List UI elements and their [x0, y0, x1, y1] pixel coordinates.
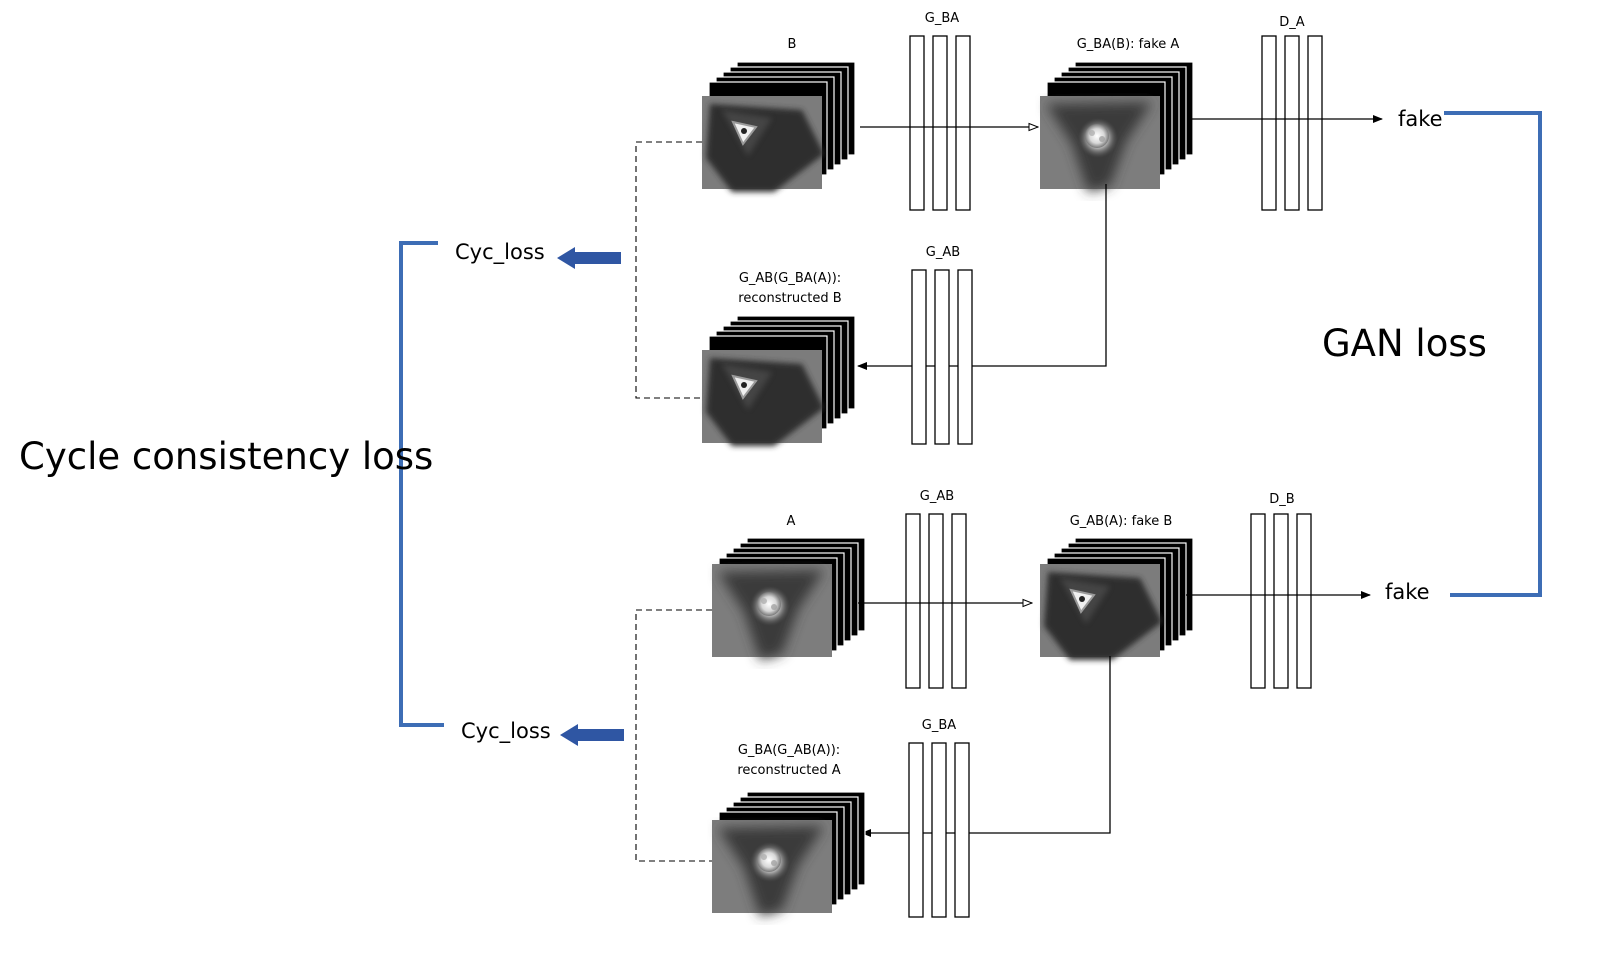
- arrow-fake-a-to-reconstructed-b: [857, 184, 1107, 370]
- generator-label-g-ba-top: G_BA: [925, 11, 959, 26]
- fake-output-label-top: fake: [1398, 107, 1443, 131]
- discriminator-d-a: [1261, 35, 1323, 211]
- cycle-consistency-loss-label: Cycle consistency loss: [19, 435, 433, 478]
- cycle-comparison-dashed-bottom: [635, 609, 712, 862]
- generator-g-ab-bottom: [905, 513, 967, 689]
- triangle-particle-image: [1040, 564, 1162, 660]
- cyc-loss-label-top: Cyc_loss: [455, 240, 545, 265]
- triangle-particle-image: [702, 96, 824, 192]
- input-image-stack-a: [712, 537, 866, 660]
- round-particle-image: [712, 820, 832, 916]
- generator-label-g-ab-bottom: G_AB: [920, 489, 954, 504]
- gan-loss-bracket: [1444, 111, 1542, 597]
- fake-a-image-stack: [1040, 61, 1194, 192]
- reconstructed-b-image-stack: [702, 315, 856, 446]
- input-image-stack-b: [702, 61, 856, 192]
- generator-g-ba-bottom: [908, 742, 970, 918]
- generator-label-g-ab-top: G_AB: [926, 245, 960, 260]
- round-particle-image: [712, 564, 832, 660]
- cycle-comparison-dashed-top: [635, 141, 702, 399]
- triangle-particle-image: [702, 350, 824, 446]
- fake-b-image-stack: [1040, 537, 1194, 660]
- round-particle-image: [1040, 96, 1160, 192]
- reconstructed-b-label-line1: G_AB(G_BA(A)):: [739, 271, 841, 286]
- reconstructed-a-label-line2: reconstructed A: [737, 763, 840, 778]
- discriminator-label-d-a: D_A: [1279, 15, 1305, 30]
- gan-loss-label: GAN loss: [1322, 322, 1487, 365]
- generator-g-ab-top: [911, 269, 973, 445]
- generator-g-ba-top: [909, 35, 971, 211]
- discriminator-d-b: [1250, 513, 1312, 689]
- input-label-b: B: [788, 37, 797, 52]
- input-label-a: A: [787, 514, 796, 529]
- blue-arrow-left-icon: [557, 247, 621, 269]
- reconstructed-a-label-line1: G_BA(G_AB(A)):: [738, 743, 840, 758]
- fake-output-label-bottom: fake: [1385, 580, 1430, 604]
- blue-arrow-left-icon: [560, 724, 624, 746]
- generator-label-g-ba-bottom: G_BA: [922, 718, 956, 733]
- cycle-consistency-bracket: [399, 241, 444, 727]
- reconstructed-b-label-line2: reconstructed B: [738, 291, 841, 306]
- fake-a-label: G_BA(B): fake A: [1077, 37, 1180, 52]
- reconstructed-a-image-stack: [712, 791, 866, 916]
- cyc-loss-label-bottom: Cyc_loss: [461, 719, 551, 744]
- discriminator-label-d-b: D_B: [1269, 492, 1294, 507]
- fake-b-label: G_AB(A): fake B: [1070, 514, 1173, 529]
- arrow-fake-b-to-reconstructed-a: [861, 656, 1111, 837]
